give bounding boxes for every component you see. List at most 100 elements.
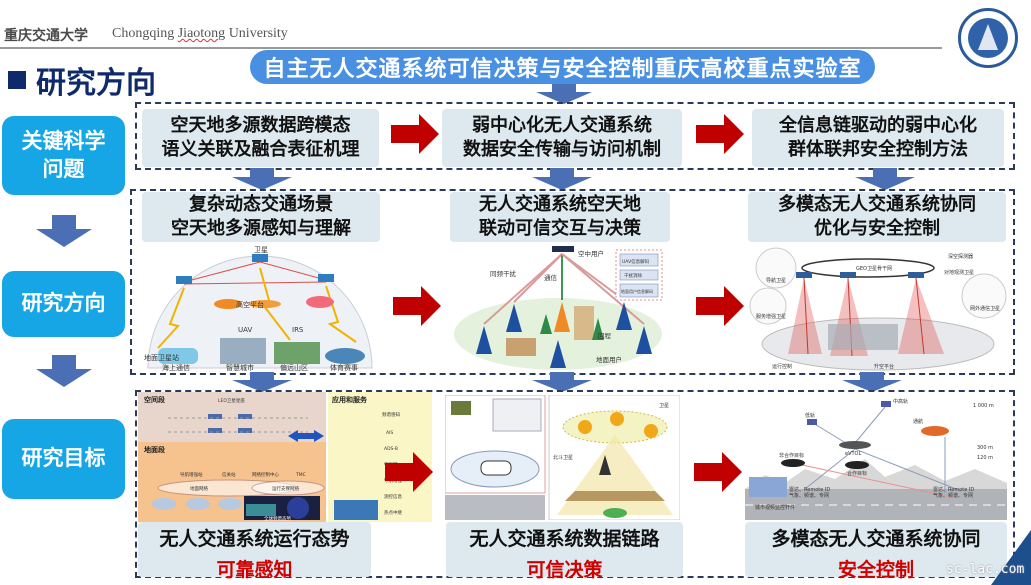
section-title: 研究方向 — [8, 58, 156, 102]
red-arrow-3-icon — [393, 286, 441, 326]
figure-satellite-network: GEO卫星骨干网 深空探测器 对地观测卫星 导航卫星 服务增强卫星 网外通信卫星… — [748, 244, 1008, 372]
label-altitude-1000m: 1 000 m — [973, 403, 994, 409]
label-interference-cancel: 干扰消除 — [624, 272, 642, 279]
label-leo-constellation: LEO卫星星座 — [218, 397, 245, 404]
label-gateway-station: 信关站 — [222, 471, 236, 478]
label-smart-city: 智慧城市 — [226, 363, 254, 372]
direction-2-line2: 联动可信交互与决策 — [479, 218, 641, 239]
key-problem-2-line2: 数据安全传输与访问机制 — [463, 139, 661, 160]
side-down-arrow-2-icon — [36, 355, 92, 387]
label-irs: IRS — [292, 326, 304, 334]
label-weather-spectrum-right: 气象、频谱、专网 — [933, 492, 973, 499]
label-lift-platform: 升空平台 — [874, 363, 894, 370]
key-problem-1-line1: 空天地多源数据跨模态 — [170, 114, 351, 136]
label-co-channel-interference: 同频干扰 — [490, 269, 517, 278]
key-problem-3: 全信息链驱动的弱中心化 群体联邦安全控制方法 — [752, 109, 1004, 167]
problem-3-down-arrow-icon — [855, 168, 915, 190]
university-name-en: Chongqing Jiaotong University — [112, 26, 288, 42]
key-problem-3-line2: 群体联邦安全控制方法 — [788, 139, 968, 160]
label-communication: 通信 — [544, 273, 558, 282]
goals-group — [135, 390, 1015, 578]
side-label-key-problems-text: 关键科学问题 — [21, 129, 106, 181]
label-remote-mountain: 偏远山区 — [280, 363, 308, 372]
goal-1-title: 无人交通系统运行态势 — [159, 528, 350, 550]
direction-1-down-arrow-icon — [232, 372, 292, 392]
goal-3-tag: 安全控制 — [837, 559, 914, 581]
label-tmc: TMC — [295, 472, 306, 478]
figure-uav-cellular-network: 空中用户 同频干扰 通信 UAV信息解码 干扰消除 地面用户信息解码 回程 地面… — [448, 244, 678, 372]
label-external-comm-sat: 网外通信卫星 — [970, 305, 1000, 312]
label-high-altitude-platform: 高空平台 — [236, 300, 264, 309]
key-problem-2: 弱中心化无人交通系统 数据安全传输与访问机制 — [442, 109, 682, 167]
problem-1-down-arrow-icon — [232, 168, 292, 190]
label-tt-and-c: 测控信息 — [384, 493, 402, 500]
label-cooperative-target: 合作目标 — [847, 470, 867, 477]
figure-low-altitude-control: 中高轨 低轨 通航 eVTOL 非合作目标 合作目标 雷达、Remote ID … — [745, 393, 1007, 520]
label-evtol: eVTOL — [845, 451, 861, 457]
red-arrow-4-icon — [696, 286, 744, 326]
direction-1-title: 复杂动态交通场景 空天地多源感知与理解 — [142, 192, 380, 242]
label-sports-event: 体育赛事 — [330, 363, 358, 372]
key-problem-3-line1: 全信息链驱动的弱中心化 — [779, 114, 977, 136]
label-ground-user: 地面用户 — [596, 355, 622, 364]
label-uav: UAV — [238, 326, 252, 334]
goal-3: 多模态无人交通系统协同 安全控制 — [745, 522, 1007, 581]
label-backhaul: 回程 — [598, 331, 612, 340]
figure-vehicle-data-link: 卫星 北斗卫星 — [444, 394, 681, 521]
label-ads-b: ADS-B — [384, 446, 398, 452]
label-nav-augment-station: 导航增强站 — [180, 471, 203, 478]
side-label-key-problems: 关键科学问题 — [2, 116, 125, 195]
university-name-en-jiaotong: Jiaotong — [177, 26, 226, 41]
label-apps-services: 应用和服务 — [332, 395, 368, 404]
label-spectrum-sensing: 频谱感知 — [382, 411, 400, 418]
figure-sensing-dome: 卫星 高空平台 UAV IRS 地面卫星站 海上通信 智慧城市 偏远山区 体育赛… — [140, 244, 380, 372]
label-space-segment: 空间段 — [144, 395, 165, 404]
direction-2-line1: 无人交通系统空天地 — [479, 193, 641, 215]
direction-3-title: 多模态无人交通系统协同 优化与安全控制 — [748, 192, 1006, 242]
key-problems-group — [135, 102, 1015, 170]
label-network-control-center: 网络控制中心 — [252, 471, 279, 478]
goal-1-tag: 可靠感知 — [216, 559, 293, 581]
label-satellite: 卫星 — [254, 246, 268, 254]
label-ground-station: 地面卫星站 — [144, 353, 179, 362]
goal-2-tag: 可信决策 — [526, 559, 603, 581]
section-title-text: 研究方向 — [36, 66, 156, 101]
goal-2: 无人交通系统数据链路 可信决策 — [446, 522, 683, 581]
key-problem-1: 空天地多源数据跨模态 语义关联及融合表征机理 — [142, 109, 379, 167]
pine-tree-emblem-icon — [968, 18, 1008, 58]
label-low-orbit: 低轨 — [805, 412, 815, 419]
direction-1-line1: 复杂动态交通场景 — [189, 193, 333, 215]
label-ground-decode: 地面用户信息解码 — [621, 288, 653, 294]
label-general-aviation: 通航 — [913, 418, 923, 425]
goal-2-title: 无人交通系统数据链路 — [469, 528, 660, 550]
direction-2-down-arrow-icon — [532, 372, 592, 392]
label-ops-support-network: 运行支撑网络 — [272, 485, 299, 492]
label-ais: AIS — [386, 430, 393, 436]
label-global-spectrum: 全球频谱态势 — [264, 515, 291, 522]
label-maritime: 海上通信 — [162, 363, 190, 372]
label-altitude-300m: 300 m — [977, 445, 993, 451]
side-label-research-directions: 研究方向 — [2, 271, 125, 337]
key-problem-2-line1: 弱中心化无人交通系统 — [472, 114, 652, 136]
direction-3-down-arrow-icon — [842, 372, 902, 392]
label-air-user: 空中用户 — [578, 249, 604, 258]
side-label-research-goals: 研究目标 — [2, 419, 125, 499]
label-ground-network: 地面网络 — [190, 485, 208, 492]
watermark: sc-lac.com — [946, 562, 1025, 577]
label-operation-control: 运行控制 — [772, 363, 792, 370]
label-augmentation-sat: 服务增强卫星 — [756, 313, 786, 320]
label-hotspot-relay: 热点中继 — [384, 509, 402, 516]
goal-3-title: 多模态无人交通系统协同 — [771, 528, 981, 550]
label-navigation-sat: 导航卫星 — [766, 277, 786, 284]
lab-banner: 自主无人交通系统可信决策与安全控制重庆高校重点实验室 — [250, 50, 875, 84]
label-radar-remote-id-left: 雷达、Remote ID — [789, 486, 830, 493]
goal-1: 无人交通系统运行态势 可靠感知 — [138, 522, 371, 581]
red-arrow-1-icon — [391, 114, 439, 154]
square-bullet-icon — [8, 71, 26, 89]
direction-1-line2: 空天地多源感知与理解 — [171, 218, 351, 239]
red-arrow-2-icon — [696, 114, 744, 154]
label-ground-segment: 地面段 — [144, 445, 165, 454]
university-name-cn: 重庆交通大学 — [4, 28, 88, 44]
banner-down-arrow-icon — [536, 84, 592, 104]
label-altitude-120m: 120 m — [977, 455, 993, 461]
